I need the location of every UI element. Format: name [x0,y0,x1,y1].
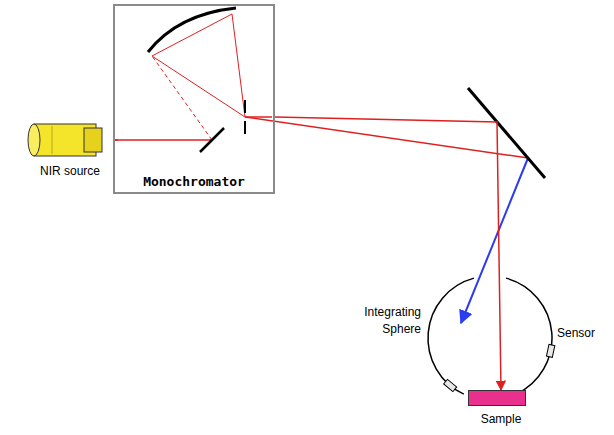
node-label: Integrating Sphere [345,304,421,338]
integrating-sphere: Integrating Sphere [345,272,565,406]
sample-holder: Sample [462,390,540,432]
flat-mirror [200,128,224,152]
node-label: Monochromator [115,174,273,190]
reflected-beam [461,158,528,323]
sample-block [468,390,526,406]
slit [244,100,246,113]
source-cylinder [22,118,110,158]
dashed-ray [152,56,212,140]
monochromator-box: Monochromator [113,4,275,194]
sensor [444,379,457,391]
ray [232,14,245,117]
light-source: NIR source [22,118,118,182]
concave-mirror [148,8,236,52]
node-label: NIR source [22,164,118,179]
input-beam [113,139,212,141]
sphere-outline [345,272,565,406]
node-label: Sample [462,412,540,427]
sensor [546,344,554,357]
part-label: Sensor [557,326,595,341]
light-beam [275,117,501,390]
ray [152,56,245,117]
second-beam [245,117,528,158]
folding-mirror [468,88,545,178]
slit [244,121,246,134]
